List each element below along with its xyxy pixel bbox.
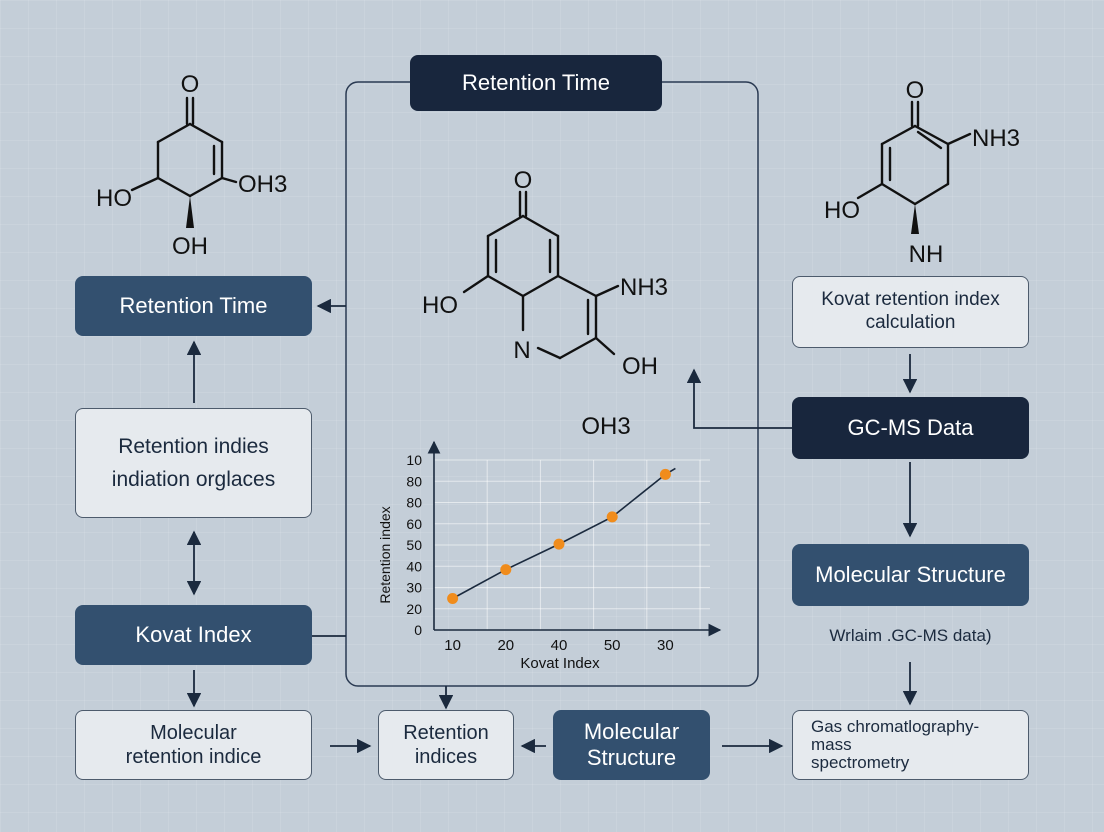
left-indices-line-2: indiation orglaces bbox=[111, 468, 276, 491]
mol-center-left-label: HO bbox=[422, 292, 458, 319]
right-kovat-calc-line-2: calculation bbox=[865, 312, 956, 333]
left-kovat-box: Kovat Index bbox=[75, 605, 312, 665]
mol-center-oh-label: OH bbox=[622, 353, 658, 380]
data-point bbox=[606, 511, 618, 523]
arrow-gcms-to-panel bbox=[686, 368, 792, 429]
mol-right-bottom-label: NH bbox=[909, 241, 944, 268]
mol-center-below-label: OH3 bbox=[581, 413, 630, 440]
data-point bbox=[447, 593, 459, 604]
mol-center-nh3-label: NH3 bbox=[620, 274, 668, 301]
bottom-left-line-1: Molecular bbox=[150, 722, 237, 744]
x-tick-label: 10 bbox=[444, 637, 461, 654]
mol-left-right-label: OH3 bbox=[238, 171, 287, 198]
right-gas-chrom-line-2: mass bbox=[811, 735, 852, 755]
x-tick-label: 30 bbox=[657, 637, 674, 654]
y-tick-label: 40 bbox=[406, 558, 422, 574]
data-point bbox=[500, 564, 512, 576]
y-tick-label: 30 bbox=[406, 580, 422, 596]
x-tick-label: 40 bbox=[551, 637, 568, 654]
x-axis-label: Kovat Index bbox=[520, 655, 600, 672]
data-point bbox=[659, 468, 671, 480]
bottom-center-line-1: Retention bbox=[403, 722, 489, 744]
left-retention-time-box: Retention Time bbox=[75, 276, 312, 336]
y-tick-label: 10 bbox=[406, 452, 422, 468]
y-axis-label: Retention index bbox=[377, 506, 393, 603]
mol-left-top-label: O bbox=[181, 71, 200, 98]
data-point bbox=[553, 538, 565, 550]
bottom-structure-box: Molecular Structure bbox=[553, 710, 710, 780]
bottom-center-line-2: indices bbox=[414, 746, 478, 768]
right-molecular-label: Molecular Structure bbox=[815, 561, 1006, 587]
trend-line bbox=[452, 467, 676, 600]
y-tick-label: 80 bbox=[406, 473, 422, 489]
y-tick-label: 0 bbox=[414, 622, 422, 638]
right-gcms-box: GC-MS Data bbox=[792, 397, 1029, 459]
right-caption: Wrlaim .GC-MS data) bbox=[829, 626, 992, 645]
mol-center-top-label: O bbox=[514, 167, 533, 194]
bottom-left-line-2: retention indice bbox=[125, 746, 262, 768]
mol-right-nh3-label: NH3 bbox=[972, 125, 1020, 152]
mol-center-n-label: N bbox=[513, 337, 530, 364]
y-tick-label: 80 bbox=[406, 495, 422, 511]
mol-left-left-label: HO bbox=[96, 185, 132, 212]
mol-right-left-label: HO bbox=[824, 197, 860, 224]
bottom-structure-line-1: Molecular bbox=[583, 718, 680, 744]
bottom-left-molecular-box: Molecular retention indice bbox=[75, 710, 312, 780]
right-molecular-box: Molecular Structure bbox=[792, 544, 1029, 606]
top-retention-time-label: Retention Time bbox=[462, 69, 610, 95]
right-gcms-label: GC-MS Data bbox=[847, 414, 974, 440]
right-gas-chrom-line-1: Gas chromatlography- bbox=[811, 717, 980, 737]
molecule-center: O HO NH3 N OH OH3 bbox=[422, 167, 668, 440]
mol-right-top-label: O bbox=[906, 77, 925, 104]
y-tick-label: 60 bbox=[406, 516, 422, 532]
left-indices-line-1: Retention indies bbox=[118, 434, 269, 458]
left-kovat-label: Kovat Index bbox=[135, 621, 252, 647]
y-tick-label: 50 bbox=[406, 537, 422, 553]
top-retention-time-box: Retention Time bbox=[410, 55, 662, 111]
molecule-right: O NH3 HO NH bbox=[824, 77, 1020, 268]
x-tick-label: 50 bbox=[604, 637, 621, 654]
x-tick-label: 20 bbox=[497, 637, 514, 654]
bottom-center-retention-box: Retention indices bbox=[378, 710, 514, 780]
y-tick-label: 20 bbox=[406, 601, 422, 617]
left-indices-box: Retention indies indiation orglaces bbox=[75, 408, 312, 518]
molecule-left: O HO OH3 OH bbox=[96, 71, 287, 258]
right-kovat-calc-line-1: Kovat retention index bbox=[821, 289, 1000, 311]
mol-left-bottom-label: OH bbox=[172, 233, 208, 258]
right-gas-chrom-line-3: spectrometry bbox=[811, 752, 910, 772]
right-kovat-calc-box: Kovat retention index calculation bbox=[792, 276, 1029, 348]
left-retention-time-label: Retention Time bbox=[119, 292, 268, 318]
bottom-structure-line-2: Structure bbox=[586, 745, 677, 770]
right-gas-chrom-box: Gas chromatlography- mass spectrometry bbox=[792, 710, 1029, 780]
